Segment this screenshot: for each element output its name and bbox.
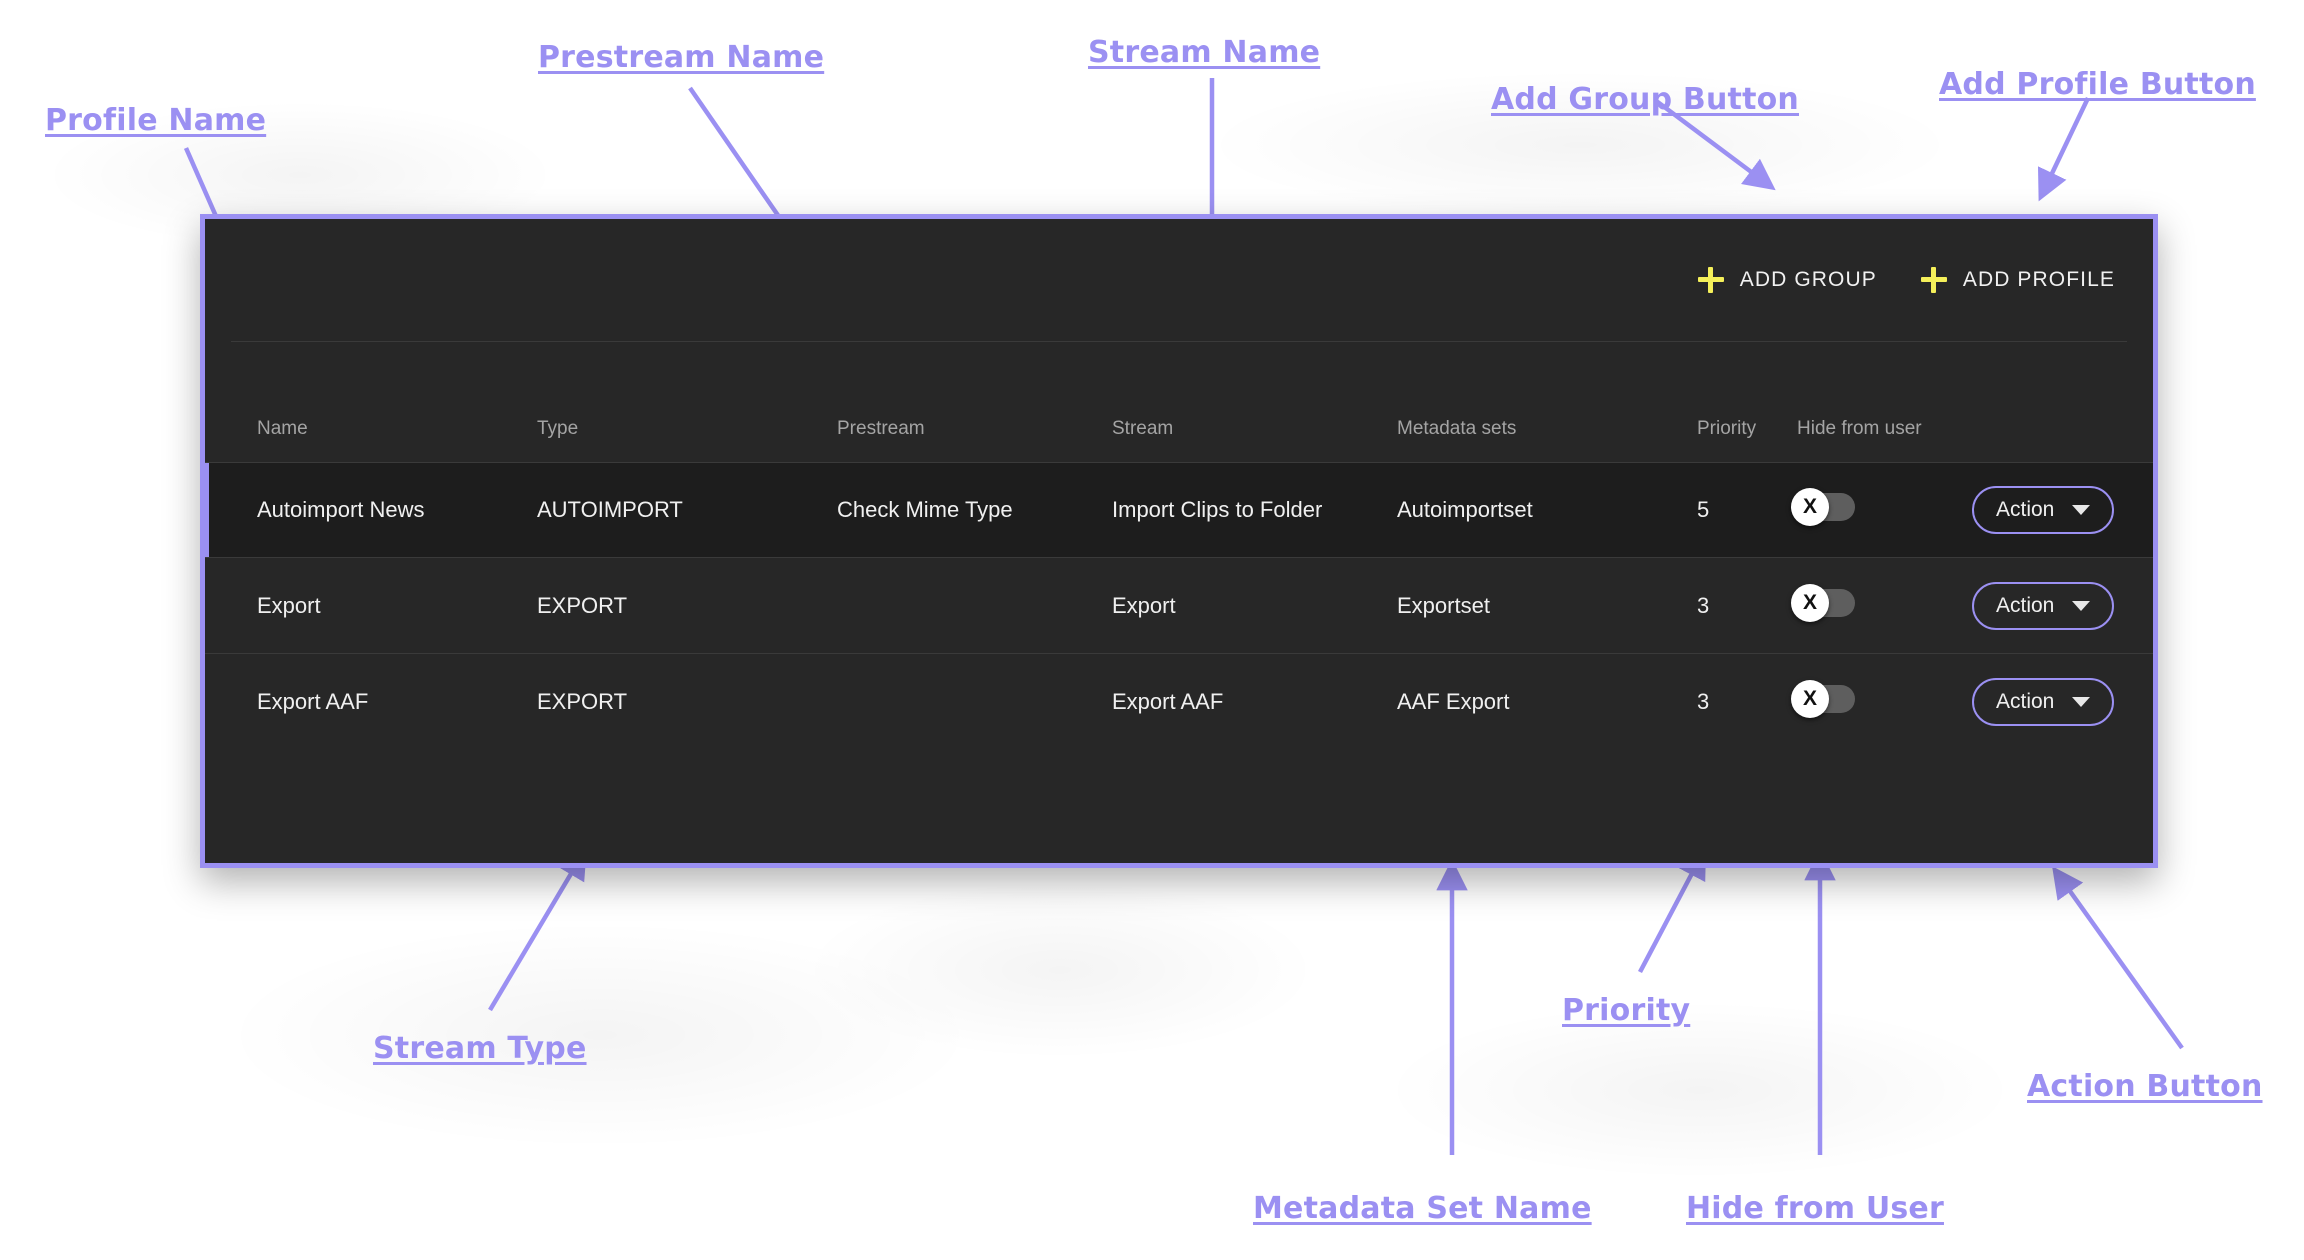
table-row[interactable]: Export AAF EXPORT Export AAF AAF Export … <box>205 654 2153 750</box>
cell-type: EXPORT <box>537 592 628 618</box>
action-button-label: Action <box>1996 593 2055 617</box>
annotation-hide-from-user: Hide from User <box>1686 1191 1944 1226</box>
cell-type: AUTOIMPORT <box>537 497 683 522</box>
hide-from-user-toggle[interactable]: X <box>1791 488 1855 526</box>
action-button-label: Action <box>1996 498 2055 521</box>
toggle-knob-x-icon: X <box>1791 488 1829 526</box>
annotation-add-profile-button: Add Profile Button <box>1939 67 2256 102</box>
column-header-stream: Stream <box>1112 418 1174 439</box>
plus-icon <box>1920 267 1947 293</box>
cell-priority: 3 <box>1697 592 1710 618</box>
annotation-action-button: Action Button <box>2027 1069 2263 1104</box>
annotation-profile-name: Profile Name <box>45 103 267 138</box>
cell-name: Export <box>257 592 321 618</box>
action-button-label: Action <box>1996 690 2055 713</box>
background-blob <box>800 880 1320 1060</box>
toolbar-divider <box>231 341 2127 342</box>
annotation-add-group-button: Add Group Button <box>1491 82 1799 117</box>
annotation-priority: Priority <box>1562 993 1691 1028</box>
annotation-prestream-name: Prestream Name <box>538 40 825 75</box>
column-header-name: Name <box>257 418 308 439</box>
action-button[interactable]: Action <box>1972 678 2115 726</box>
hide-from-user-toggle[interactable]: X <box>1791 583 1855 622</box>
cell-metadata-sets: Exportset <box>1397 592 1490 618</box>
annotation-stream-name: Stream Name <box>1088 35 1321 70</box>
background-blob <box>1380 1000 2020 1180</box>
cell-stream: Export <box>1112 592 1176 618</box>
table-row[interactable]: Export EXPORT Export Exportset 3 X Actio… <box>205 558 2153 654</box>
add-group-label: ADD GROUP <box>1739 268 1877 291</box>
add-profile-label: ADD PROFILE <box>1962 268 2115 291</box>
hide-from-user-toggle[interactable]: X <box>1791 680 1855 718</box>
cell-prestream: Check Mime Type <box>837 497 1013 522</box>
column-header-prestream: Prestream <box>837 418 925 439</box>
annotation-stream-type: Stream Type <box>373 1031 587 1066</box>
table-row[interactable]: Autoimport News AUTOIMPORT Check Mime Ty… <box>205 462 2153 558</box>
add-group-button[interactable]: ADD GROUP <box>1686 259 1889 301</box>
cell-action: Action <box>1972 581 2153 630</box>
profiles-panel: ADD GROUP ADD PROFILE Name Type Prestrea… <box>200 214 2158 868</box>
toggle-knob-x-icon: X <box>1791 680 1829 718</box>
panel-toolbar: ADD GROUP ADD PROFILE <box>205 219 2153 341</box>
cell-metadata-sets: Autoimportset <box>1397 497 1533 522</box>
profiles-table: Name Type Prestream Stream Metadata sets… <box>205 342 2153 750</box>
plus-icon <box>1697 267 1724 293</box>
annotation-metadata-set-name: Metadata Set Name <box>1253 1191 1592 1226</box>
cell-hide-from-user: X <box>1791 583 1972 623</box>
background-blob <box>220 920 980 1150</box>
column-header-type: Type <box>537 418 579 439</box>
cell-stream: Import Clips to Folder <box>1112 497 1323 522</box>
action-button[interactable]: Action <box>1972 581 2115 630</box>
cell-priority: 5 <box>1697 497 1710 522</box>
action-button[interactable]: Action <box>1972 486 2115 534</box>
cell-hide-from-user: X <box>1791 680 1972 719</box>
column-header-priority: Priority <box>1697 418 1757 439</box>
cell-hide-from-user: X <box>1791 488 1972 527</box>
cell-name: Export AAF <box>257 689 369 714</box>
column-header-hide-from-user: Hide from user <box>1797 418 1922 439</box>
cell-action: Action <box>1972 486 2153 534</box>
cell-type: EXPORT <box>537 689 628 714</box>
cell-name: Autoimport News <box>257 497 425 522</box>
table-header-row: Name Type Prestream Stream Metadata sets… <box>205 342 2153 462</box>
toggle-knob-x-icon: X <box>1791 583 1829 622</box>
cell-stream: Export AAF <box>1112 689 1224 714</box>
cell-action: Action <box>1972 678 2153 726</box>
add-profile-button[interactable]: ADD PROFILE <box>1909 259 2127 301</box>
cell-metadata-sets: AAF Export <box>1397 689 1510 714</box>
column-header-metadata-sets: Metadata sets <box>1397 418 1517 439</box>
chevron-down-icon <box>2072 697 2091 707</box>
chevron-down-icon <box>2072 505 2091 515</box>
chevron-down-icon <box>2072 600 2091 611</box>
cell-priority: 3 <box>1697 689 1710 714</box>
